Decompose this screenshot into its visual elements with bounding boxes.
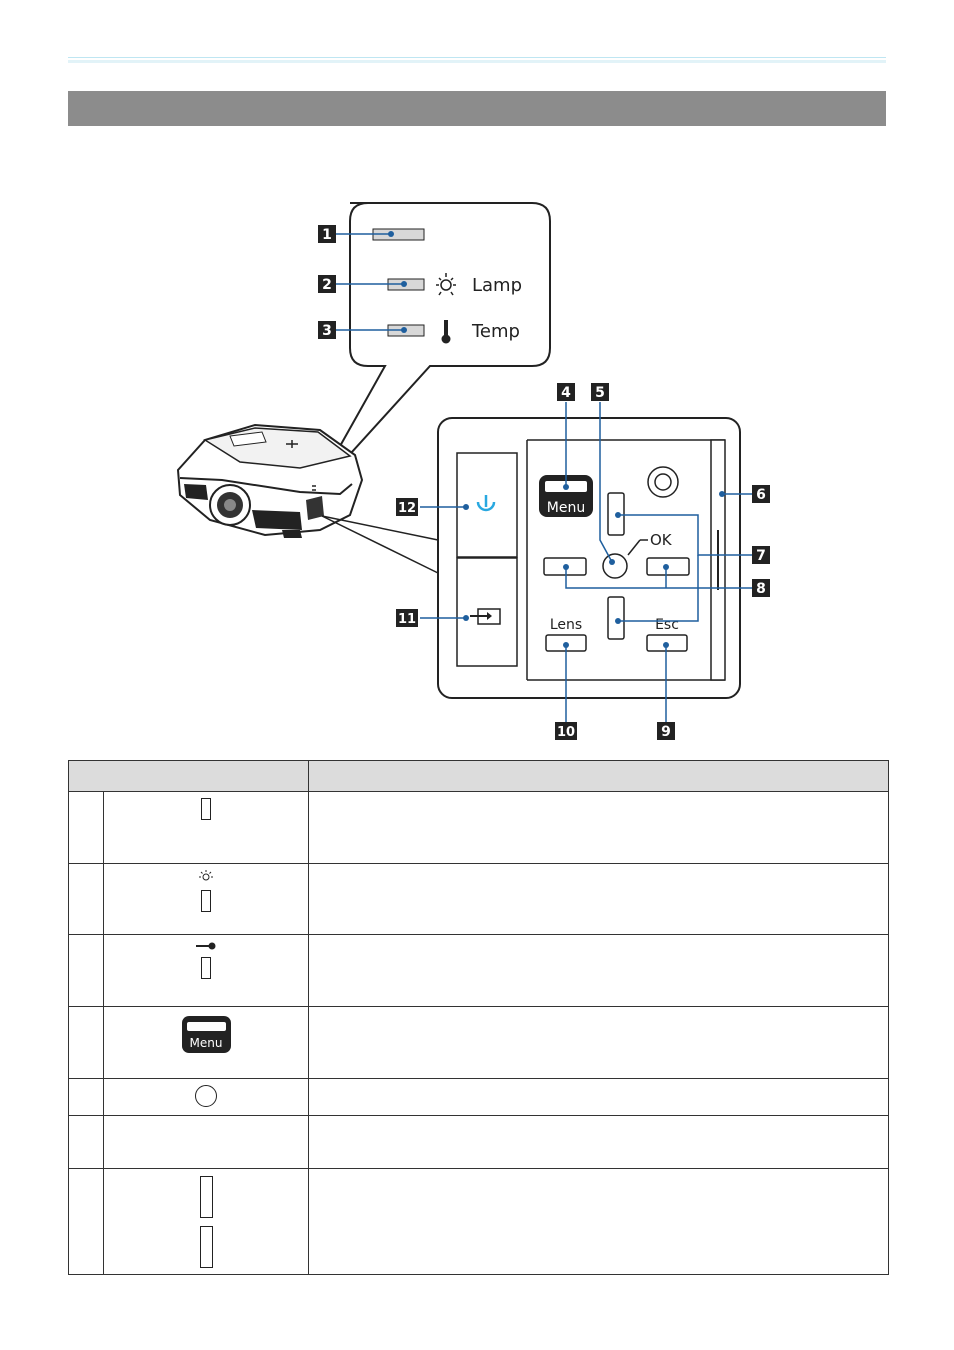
thermometer-icon <box>441 320 451 344</box>
control-panel-diagram: Lamp Temp 1 2 3 <box>176 202 770 740</box>
menu-button: Menu <box>539 475 593 517</box>
table-row <box>68 1078 889 1116</box>
table-row <box>68 791 889 864</box>
table-header-name <box>68 760 309 792</box>
ok-label: OK <box>650 531 673 549</box>
callout-6: 6 <box>752 485 770 503</box>
vertical-slot-icon <box>199 1176 213 1218</box>
menu-button-icon: Menu <box>181 1016 231 1053</box>
svg-text:5: 5 <box>595 385 605 401</box>
svg-text:9: 9 <box>661 724 671 740</box>
svg-text:8: 8 <box>756 581 766 597</box>
callout-9: 9 <box>657 722 675 740</box>
lens-label: Lens <box>550 617 582 633</box>
page-top-rule <box>68 57 886 63</box>
svg-text:10: 10 <box>557 725 575 740</box>
vertical-slot-icon <box>199 1226 213 1268</box>
round-button <box>647 466 679 498</box>
svg-text:4: 4 <box>561 385 571 401</box>
thermometer-icon <box>196 942 216 950</box>
table-header-row <box>68 760 889 792</box>
esc-label: Esc <box>655 617 679 633</box>
svg-text:Menu: Menu <box>547 500 585 516</box>
lamp-icon <box>199 870 213 881</box>
down-button <box>607 596 625 640</box>
lamp-icon <box>436 273 456 296</box>
svg-text:11: 11 <box>398 612 416 627</box>
indicator-slot-icon <box>201 957 211 979</box>
circle-icon <box>195 1085 217 1107</box>
indicator-slot-icon <box>201 798 211 820</box>
source-icon <box>470 608 501 625</box>
projector-illustration <box>176 423 364 538</box>
svg-text:6: 6 <box>756 487 766 503</box>
table-row <box>68 1168 889 1275</box>
table-row <box>68 1115 889 1169</box>
svg-text:2: 2 <box>322 277 332 293</box>
section-heading-bar <box>68 91 886 126</box>
callout-1: 1 <box>318 225 336 243</box>
table-header-function <box>308 760 889 792</box>
temp-label: Temp <box>471 321 520 342</box>
callout-11: 11 <box>396 609 418 627</box>
lamp-label: Lamp <box>472 275 522 296</box>
callout-3: 3 <box>318 321 336 339</box>
callout-10: 10 <box>555 722 577 740</box>
svg-text:3: 3 <box>322 323 332 339</box>
callout-12: 12 <box>396 498 418 516</box>
table-row <box>68 863 889 935</box>
svg-text:1: 1 <box>322 227 332 243</box>
callout-4: 4 <box>557 383 575 401</box>
ok-button <box>602 553 628 579</box>
power-icon <box>476 495 496 512</box>
callout-8: 8 <box>752 579 770 597</box>
indicator-slot-icon <box>201 890 211 912</box>
svg-text:7: 7 <box>756 548 766 564</box>
table-row: Menu <box>68 1006 889 1079</box>
callout-5: 5 <box>591 383 609 401</box>
table-row <box>68 934 889 1007</box>
parts-table: Menu <box>68 760 889 1275</box>
callout-2: 2 <box>318 275 336 293</box>
callout-7: 7 <box>752 546 770 564</box>
svg-text:12: 12 <box>398 501 416 516</box>
